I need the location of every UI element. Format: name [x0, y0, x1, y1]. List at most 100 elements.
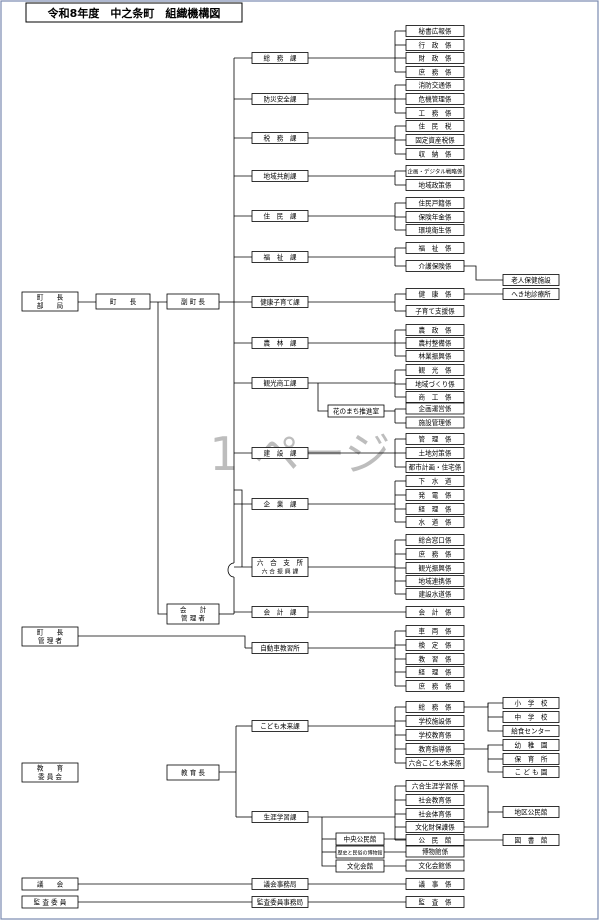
unit-kodomo-2-label: 学校教育係: [419, 730, 452, 739]
head-vice_mayor-label: 副 町 長: [181, 297, 205, 306]
connector-lines: [78, 30, 503, 903]
unit-jidosha-1-label: 検 定 係: [419, 640, 452, 649]
unit-rekishi-0: 博物館係: [405, 845, 465, 858]
unit-jumin-1: 保険年金係: [405, 211, 465, 223]
unit-fukushi-1-frame: [405, 260, 465, 272]
unit-somu-1-label: 行 政 係: [419, 40, 452, 49]
head-assembly-label: 議 会: [37, 879, 64, 888]
unit-norin-1-label: 農村整備係: [419, 338, 452, 347]
section-kigyo-frame: [251, 498, 309, 510]
facility-chiku_kominkan-frame: [502, 806, 560, 818]
section-rokugo-frame: [251, 557, 309, 577]
connector-line: [78, 635, 246, 648]
unit-zeimu-1-label: 固定資産税係: [415, 135, 455, 144]
connector-line: [227, 562, 235, 578]
unit-jumin-1-frame: [405, 211, 465, 223]
section-gikai_jimu-label: 議会事務局: [264, 879, 297, 888]
head-superintendent-frame: [166, 764, 220, 781]
unit-rokugo-3: 地域連携係: [405, 575, 465, 587]
connector-line: [487, 745, 503, 773]
unit-kanko-0: 観 光 係: [405, 364, 465, 376]
office-rekishi-label: 歴史と民俗の博物館: [337, 849, 382, 856]
unit-zeimu-2-label: 収 納 係: [419, 149, 452, 158]
section-kodomo-frame: [251, 720, 309, 732]
unit-zeimu-0-label: 住 民 税: [419, 121, 452, 130]
section-jidosha-frame: [251, 642, 309, 654]
unit-kaikei-0: 会 計 係: [405, 606, 465, 618]
head-mayor_dept-label: 町 長: [37, 294, 64, 302]
facility-chiku_kominkan-label: 地区公民館: [515, 807, 548, 816]
office-chuo-frame: [335, 832, 385, 846]
unit-jidosha-0: 車 両 係: [405, 625, 465, 637]
head-mayor_mgr-label: 町 長: [37, 629, 64, 637]
section-shogai: 生涯学習課: [251, 811, 309, 823]
unit-bousai-2: 工 務 係: [405, 107, 465, 119]
unit-rokugo-3-label: 地域連携係: [419, 576, 452, 585]
section-zeimu: 税 務 課: [251, 132, 309, 144]
section-norin: 農 林 課: [251, 337, 309, 349]
facility-hoikusho-label: 保 育 所: [515, 754, 548, 763]
unit-kansa_jimu-0: 監 査 係: [405, 896, 465, 908]
unit-kodomo-0-label: 総 務 係: [419, 702, 452, 711]
office-rekishi: 歴史と民俗の博物館: [335, 845, 385, 859]
unit-kigyo-2: 経 理 係: [405, 503, 465, 515]
unit-gikai_jimu-0-frame: [405, 878, 465, 890]
unit-jidosha-4-label: 庶 務 係: [419, 681, 452, 690]
unit-kaikei-0-frame: [405, 606, 465, 618]
section-kodomo-label: こども未来課: [260, 721, 300, 730]
unit-kigyo-3-label: 水 道 係: [419, 517, 452, 526]
unit-kanko-1-label: 地域づくり係: [415, 379, 455, 388]
unit-hana-1-frame: [405, 416, 465, 429]
unit-jidosha-4: 庶 務 係: [405, 680, 465, 692]
unit-kigyo-2-frame: [405, 503, 465, 515]
facility-roujin-label: 老人保健施設: [511, 275, 551, 284]
unit-chiiki-1-frame: [405, 179, 465, 191]
unit-zeimu-2-frame: [405, 148, 465, 160]
unit-rekishi-0-label: 博物館係: [422, 847, 449, 856]
head-mayor_dept: 町 長部 局: [21, 291, 79, 312]
section-somu: 総 務 課: [251, 52, 309, 64]
facility-kyushoku: 給食センター: [502, 725, 560, 737]
unit-zeimu-2: 収 納 係: [405, 148, 465, 160]
facility-shogakko-label: 小 学 校: [515, 698, 548, 707]
unit-somu-0-label: 秘書広報係: [419, 26, 452, 35]
head-mayor_mgr-label: 管 理 者: [38, 636, 62, 645]
section-zeimu-frame: [251, 132, 309, 144]
unit-shogai-2-label: 社会体育係: [419, 809, 452, 818]
office-hana: 花のまち推進室: [327, 404, 385, 418]
facility-toshokan-label: 図 書 館: [515, 835, 548, 844]
unit-norin-1: 農村整備係: [405, 337, 465, 349]
head-board-label: 教 育: [37, 764, 64, 773]
unit-somu-2-label: 財 政 係: [419, 53, 452, 62]
unit-shogai-3-frame: [405, 821, 465, 833]
unit-bousai-1-label: 危機管理係: [419, 94, 452, 103]
facility-chugakko: 中 学 校: [502, 711, 560, 723]
unit-bunka-0-label: 文化会館係: [419, 861, 452, 870]
section-chiiki-label: 地域共創課: [264, 171, 297, 180]
office-hana-label: 花のまち推進室: [333, 406, 380, 415]
head-superintendent: 教 育 長: [166, 764, 220, 781]
unit-zeimu-0-frame: [405, 120, 465, 132]
unit-bunka-0: 文化会館係: [405, 859, 465, 872]
unit-somu-0-frame: [405, 25, 465, 37]
unit-gikai_jimu-0-label: 議 事 係: [419, 879, 452, 888]
facility-yochien-label: 幼 稚 園: [515, 740, 548, 749]
facility-roujin-frame: [502, 274, 560, 286]
unit-kodomo-3: 教育指導係: [405, 743, 465, 755]
facility-shogakko-frame: [502, 697, 560, 709]
unit-shogai-4: 公 民 館: [405, 834, 465, 846]
unit-somu-0: 秘書広報係: [405, 25, 465, 37]
unit-chiiki-1-label: 地域政策係: [419, 180, 452, 189]
unit-kensetsu-0-frame: [405, 433, 465, 445]
connector-line: [464, 265, 503, 281]
head-board-frame: [21, 762, 79, 783]
unit-somu-2: 財 政 係: [405, 52, 465, 64]
unit-kanko-2-label: 商 工 係: [419, 392, 452, 401]
unit-norin-0-frame: [405, 324, 465, 336]
unit-kodomo-2-frame: [405, 729, 465, 741]
section-norin-label: 農 林 課: [264, 338, 297, 347]
unit-shogai-2: 社会体育係: [405, 808, 465, 820]
unit-kigyo-0: 下 水 道: [405, 475, 465, 487]
unit-kodomo-3-frame: [405, 743, 465, 755]
section-kenko-frame: [251, 296, 309, 308]
